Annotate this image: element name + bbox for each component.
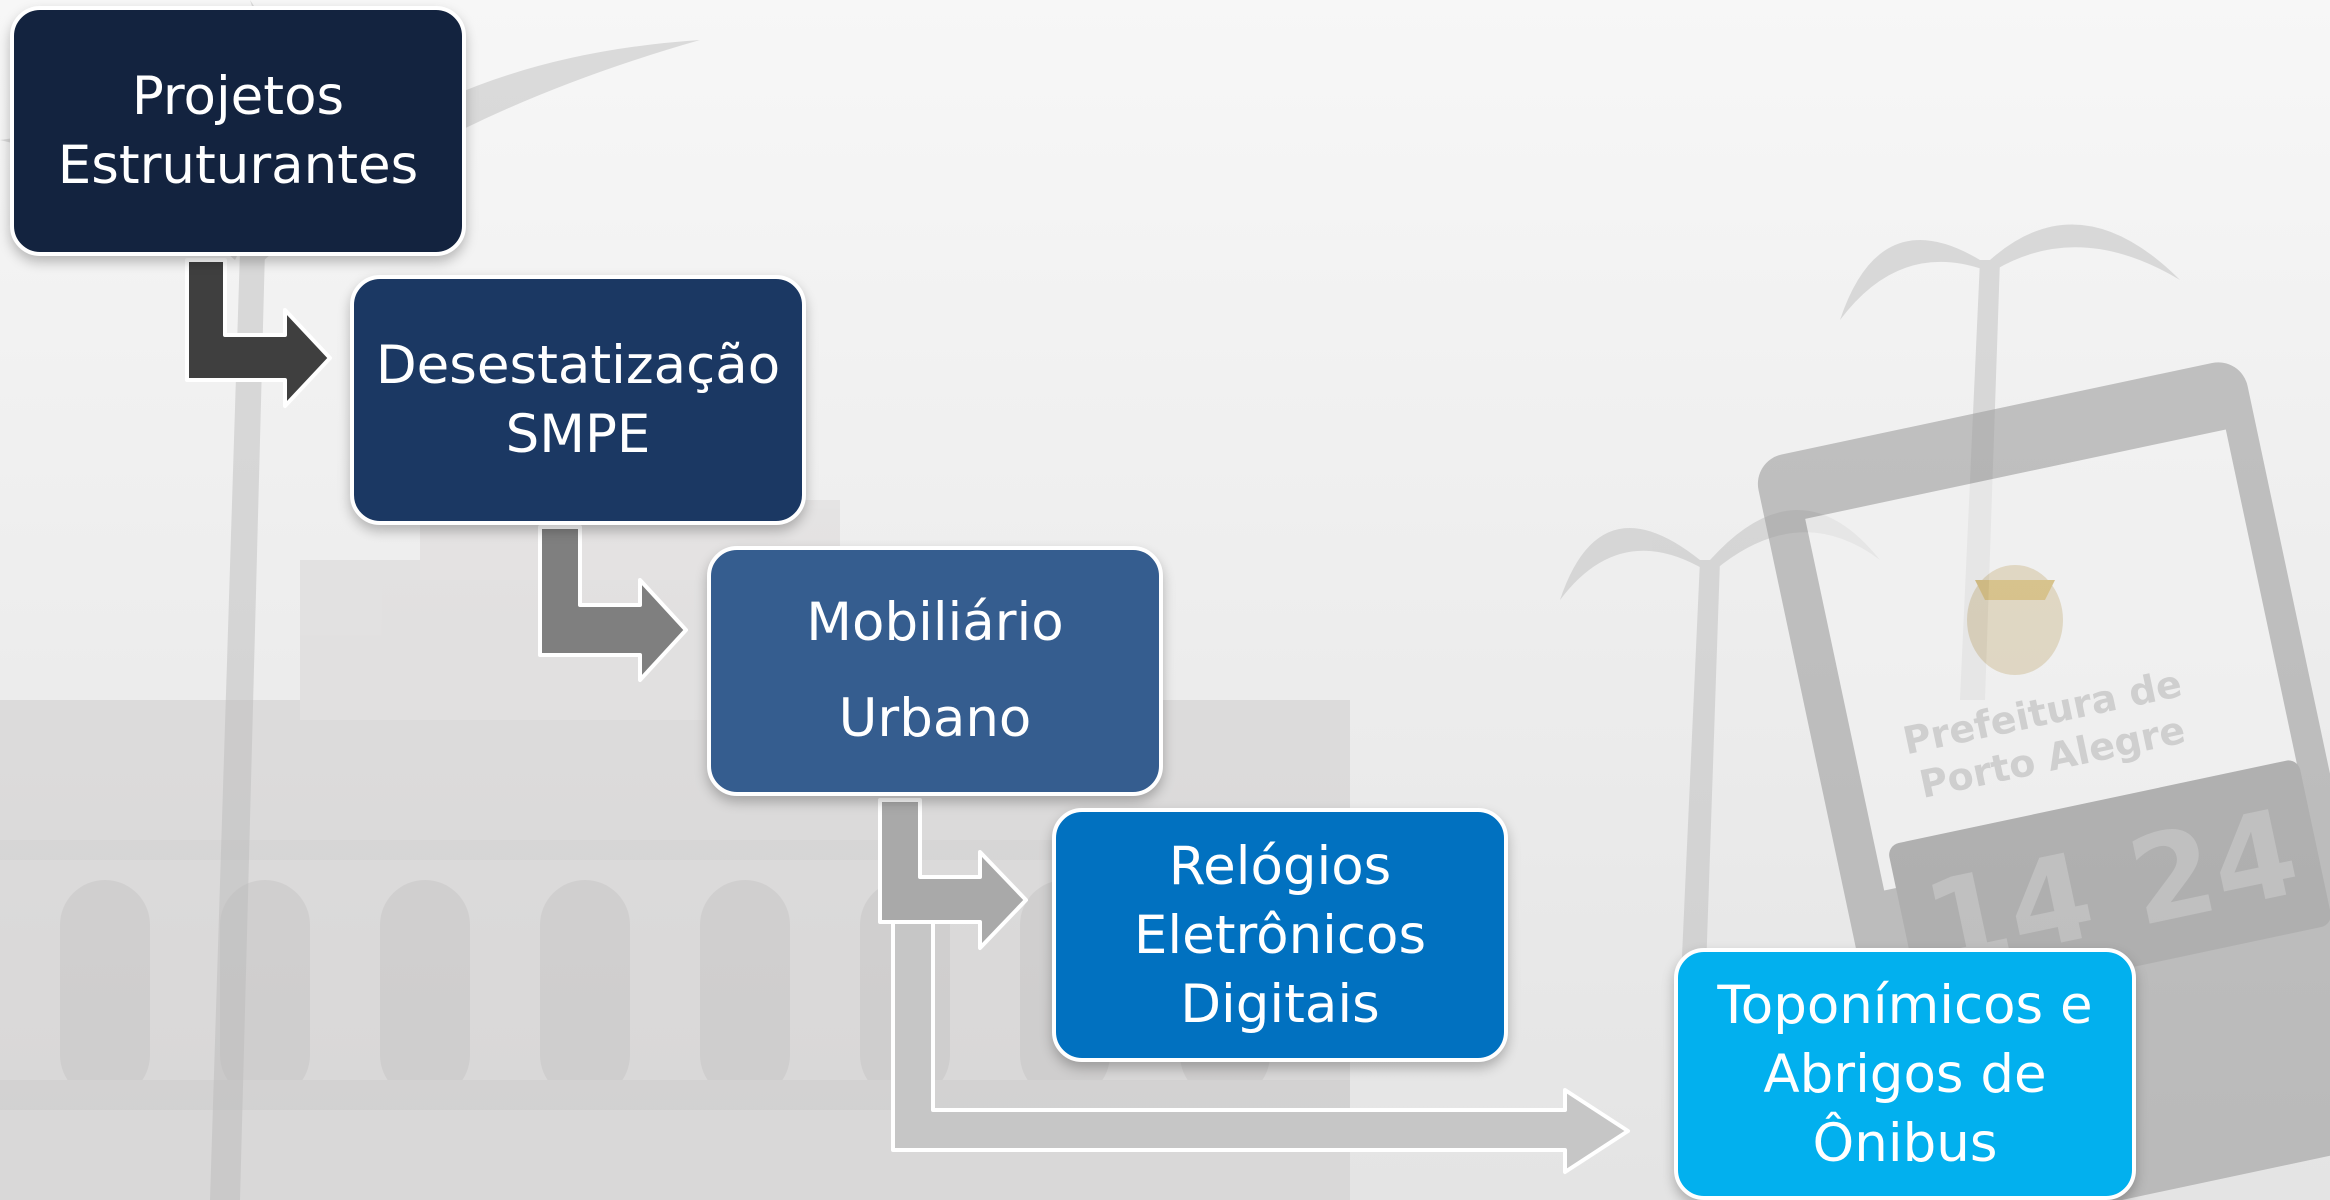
connector-arrow-1 — [185, 258, 332, 408]
step-box-projetos-estruturantes: Projetos Estruturantes — [10, 6, 466, 256]
step-label-line: Desestatização — [375, 335, 781, 396]
step-box-relogios-eletronicos-digitais: Relógios Eletrônicos Digitais — [1052, 808, 1508, 1062]
connector-arrow-4 — [891, 920, 1630, 1174]
step-label-line: Projetos — [131, 66, 345, 127]
step-label-line: Mobiliário — [806, 592, 1064, 653]
step-label-line: Digitais — [1180, 973, 1380, 1035]
connector-arrow-2 — [538, 525, 688, 682]
step-box-toponimicos-abrigos-onibus: Toponímicos e Abrigos de Ônibus — [1674, 948, 2136, 1200]
step-label-line: SMPE — [505, 404, 651, 465]
step-label-line: Relógios — [1168, 835, 1392, 897]
step-label-line: Abrigos de — [1763, 1043, 2047, 1105]
step-label-line: Ônibus — [1812, 1112, 1998, 1174]
step-box-mobiliario-urbano: Mobiliário Urbano — [707, 546, 1163, 796]
step-label-line: Toponímicos e — [1717, 974, 2093, 1036]
step-label-line: Estruturantes — [57, 135, 419, 196]
step-label-line: Urbano — [838, 688, 1032, 749]
step-box-desestatizacao-smpe: Desestatização SMPE — [350, 275, 806, 525]
step-label-line: Eletrônicos — [1133, 904, 1427, 966]
